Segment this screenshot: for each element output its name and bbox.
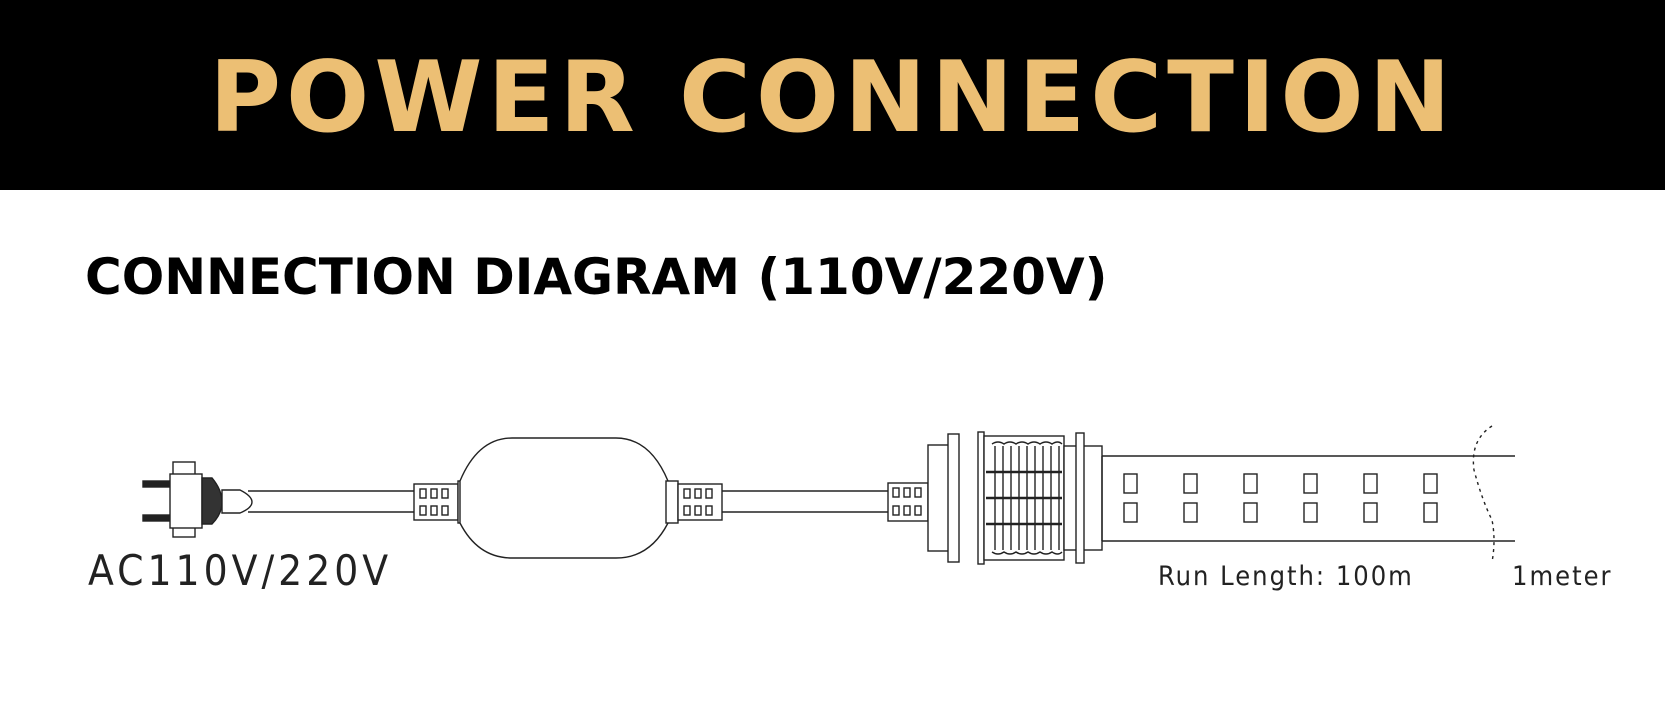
- power-cable: [722, 490, 888, 513]
- page-title: POWER CONNECTION: [209, 41, 1456, 155]
- segment-length-label: 1meter: [1512, 561, 1613, 592]
- driver-icon: [459, 437, 669, 559]
- connector-icon: [665, 480, 723, 524]
- power-cable: [248, 490, 414, 513]
- run-length-label: Run Length: 100m: [1158, 561, 1414, 592]
- header-banner: POWER CONNECTION: [0, 0, 1665, 190]
- section-title: CONNECTION DIAGRAM (110V/220V): [85, 248, 1108, 306]
- power-label: AC110V/220V: [88, 546, 393, 595]
- connector-icon: [887, 482, 929, 522]
- connection-diagram: [142, 425, 1515, 565]
- plug-icon: [142, 461, 253, 538]
- end-cap-icon: [927, 431, 1103, 565]
- led-strip-icon: [1101, 425, 1515, 563]
